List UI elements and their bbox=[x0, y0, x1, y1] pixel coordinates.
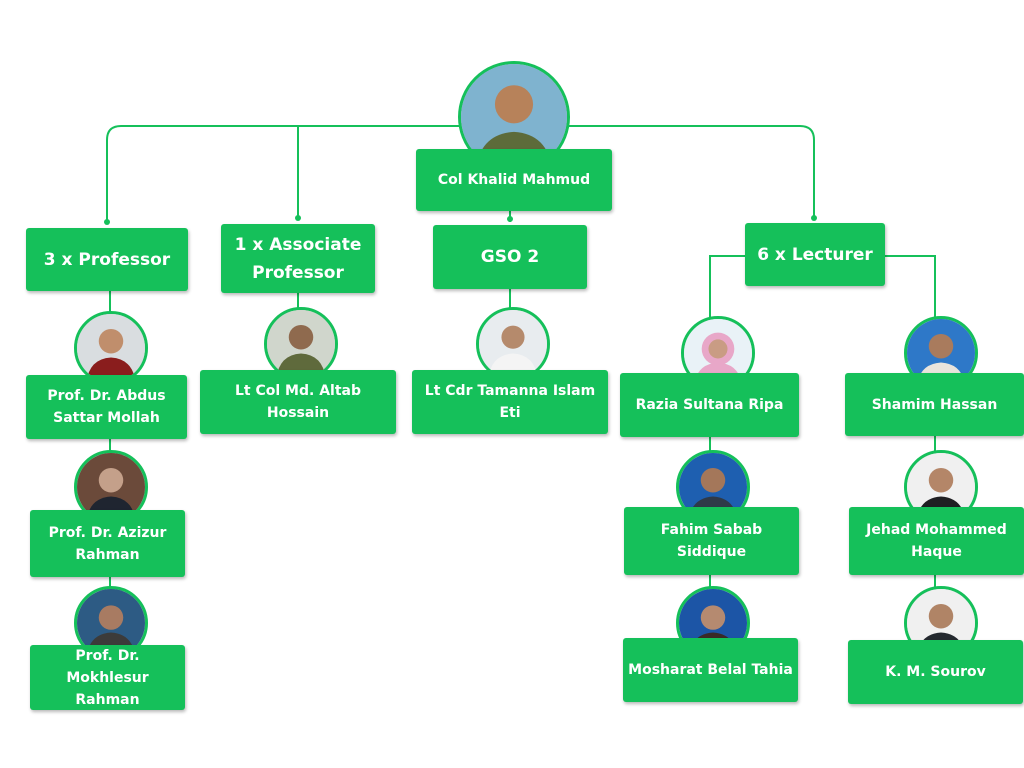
group-lecturer-header: 6 x Lecturer bbox=[745, 223, 885, 286]
member-sourov: K. M. Sourov bbox=[848, 640, 1023, 704]
member-shamim: Shamim Hassan bbox=[845, 373, 1024, 436]
group-professor-header: 3 x Professor bbox=[26, 228, 188, 291]
member-jehad: Jehad Mohammed Haque bbox=[849, 507, 1024, 575]
connector-dot-lecturer bbox=[811, 215, 817, 221]
member-tamanna: Lt Cdr Tamanna Islam Eti bbox=[412, 370, 608, 434]
avatar-altab bbox=[264, 307, 338, 381]
group-gso-header: GSO 2 bbox=[433, 225, 587, 289]
connector-dot-gso bbox=[507, 216, 513, 222]
connector-dot-professor bbox=[104, 219, 110, 225]
member-mosharat: Mosharat Belal Tahia bbox=[623, 638, 798, 702]
member-mokhlesur: Prof. Dr. Mokhlesur Rahman bbox=[30, 645, 185, 710]
group-associate-header: 1 x Associate Professor bbox=[221, 224, 375, 293]
member-fahim: Fahim Sabab Siddique bbox=[624, 507, 799, 575]
member-altab: Lt Col Md. Altab Hossain bbox=[200, 370, 396, 434]
member-razia: Razia Sultana Ripa bbox=[620, 373, 799, 437]
connector-dot-associate bbox=[295, 215, 301, 221]
avatar-prof-abdus bbox=[74, 311, 148, 385]
head-box: Col Khalid Mahmud bbox=[416, 149, 612, 211]
member-abdus: Prof. Dr. Abdus Sattar Mollah bbox=[26, 375, 187, 439]
member-azizur: Prof. Dr. Azizur Rahman bbox=[30, 510, 185, 577]
